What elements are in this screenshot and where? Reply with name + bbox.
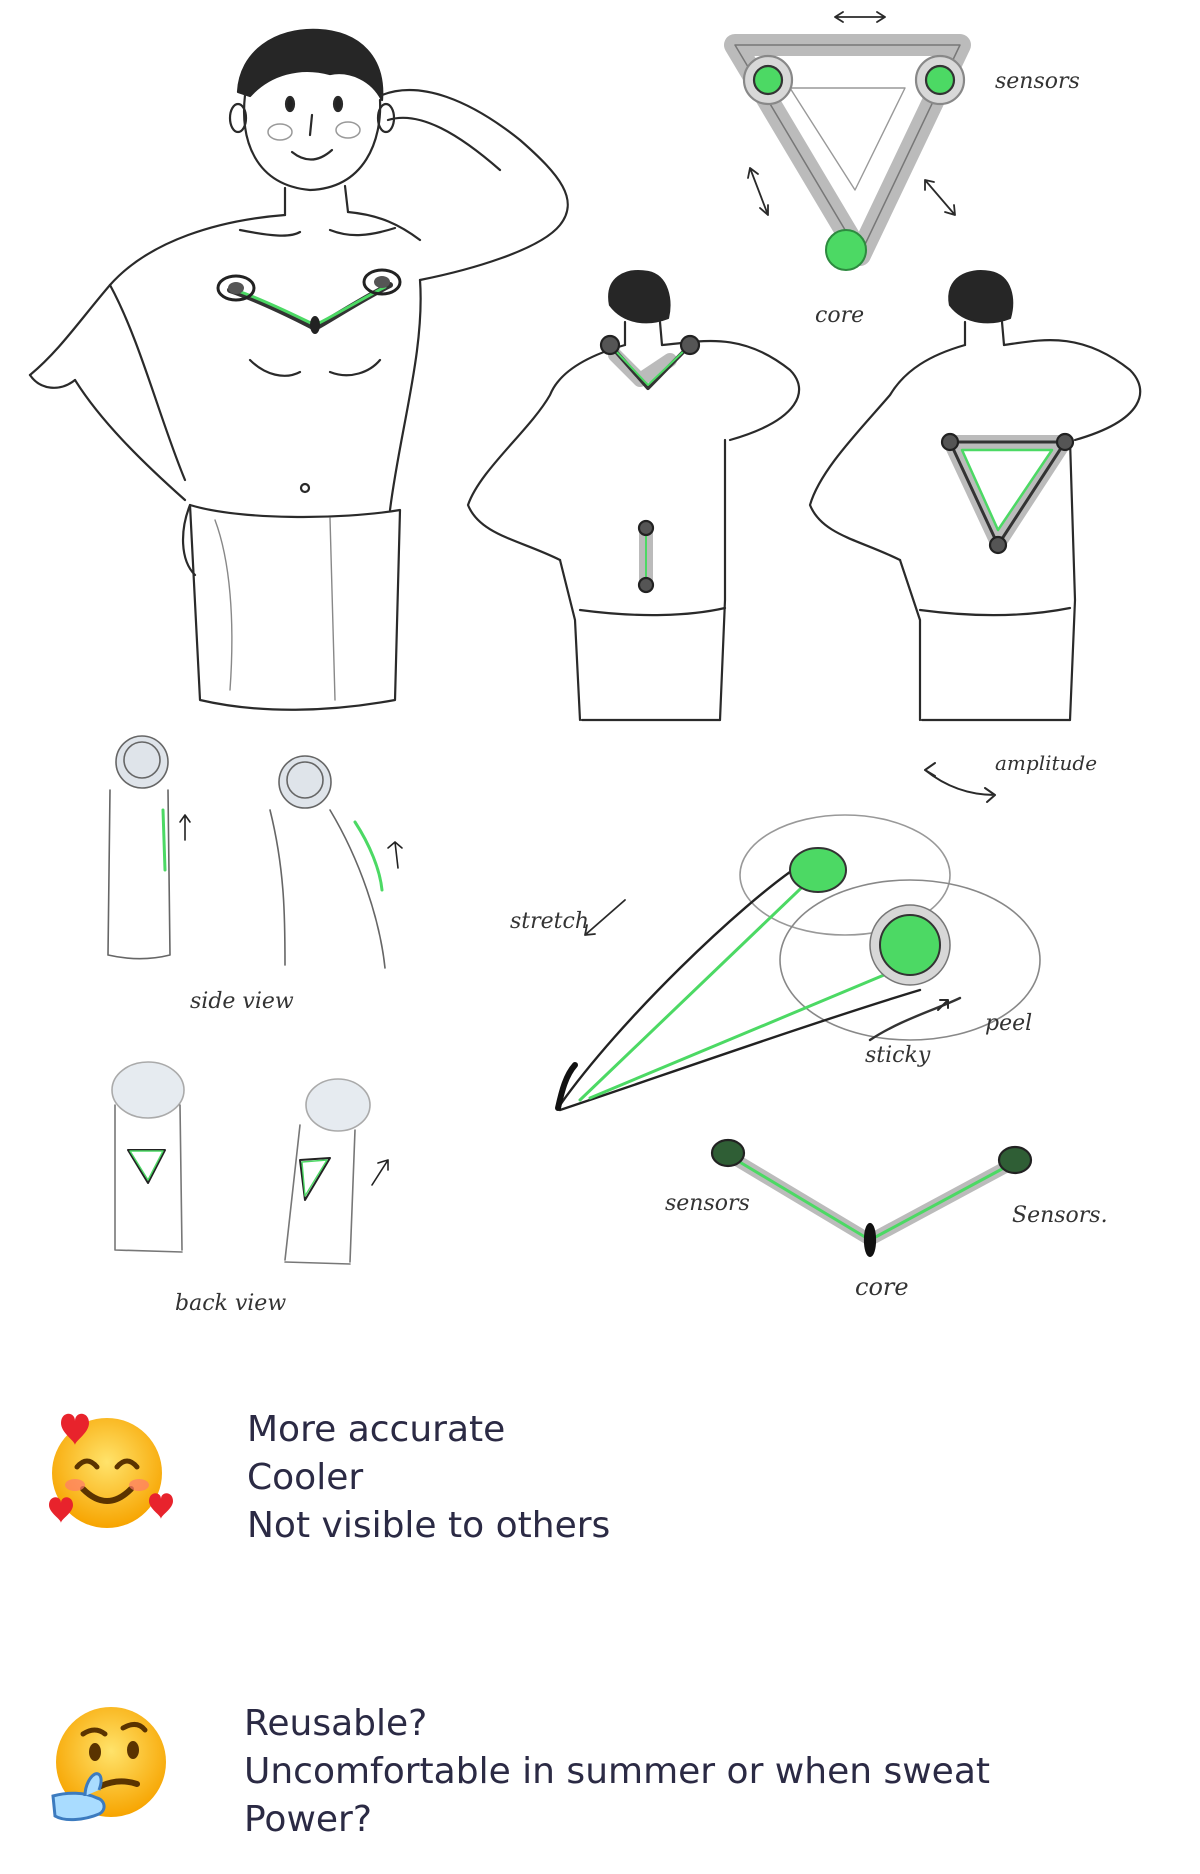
- sensor-closeup: [558, 815, 1040, 1110]
- label-core-bottom: core: [855, 1273, 909, 1301]
- cons-item: Power?: [244, 1796, 990, 1844]
- label-sensors-right: Sensors.: [1012, 1203, 1108, 1228]
- thinking-face-icon: [45, 1700, 175, 1830]
- pros-list: More accurate Cooler Not visible to othe…: [247, 1406, 610, 1550]
- cons-item: Uncomfortable in summer or when sweat: [244, 1748, 990, 1796]
- label-sensors-left: sensors: [665, 1191, 750, 1216]
- label-stretch: stretch: [510, 909, 589, 934]
- cons-item: Reusable?: [244, 1700, 990, 1748]
- pros-item: Not visible to others: [247, 1502, 610, 1550]
- back-figure-v: [468, 271, 799, 720]
- sketch-illustration: sensors core amplitude: [0, 0, 1200, 1330]
- label-sticky: sticky: [865, 1043, 931, 1068]
- label-arrow: amplitude: [995, 751, 1097, 775]
- v-sensor: [712, 1140, 1031, 1256]
- front-figure: [30, 30, 568, 710]
- label-side-view: side view: [190, 989, 294, 1014]
- side-view-sketch: [108, 736, 402, 968]
- smiling-face-with-hearts-icon: [45, 1405, 175, 1535]
- label-back-view: back view: [175, 1291, 286, 1316]
- cons-list: Reusable? Uncomfortable in summer or whe…: [244, 1700, 990, 1844]
- label-peel: peel: [985, 1011, 1032, 1036]
- pros-item: Cooler: [247, 1454, 610, 1502]
- triangle-sensor: [735, 12, 964, 270]
- pros-item: More accurate: [247, 1406, 610, 1454]
- label-sensors-top: sensors: [995, 69, 1080, 94]
- back-figure-triangle: [810, 271, 1140, 802]
- back-view-sketch: [112, 1062, 388, 1264]
- label-core-top: core: [815, 303, 864, 328]
